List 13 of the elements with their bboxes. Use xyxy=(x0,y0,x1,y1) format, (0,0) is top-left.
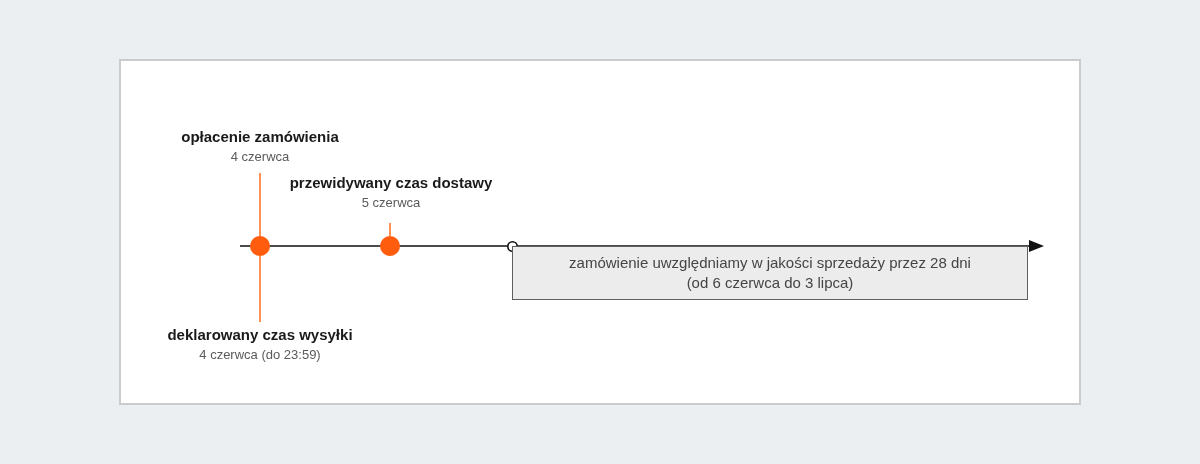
event-title: przewidywany czas dostawy xyxy=(289,173,493,193)
leader-line xyxy=(389,222,391,237)
event-date: 5 czerwca xyxy=(361,194,421,212)
timeline-dot xyxy=(250,236,270,256)
event-date: 4 czerwca xyxy=(230,148,290,166)
event-title: deklarowany czas wysyłki xyxy=(167,325,353,345)
event-date: 4 czerwca (do 23:59) xyxy=(199,346,321,364)
leader-line xyxy=(259,255,261,323)
timeline-dot xyxy=(380,236,400,256)
leader-line xyxy=(259,172,261,237)
sales-period-bar xyxy=(512,246,1028,300)
period-text: zamówienie uwzględniamy w jakości sprzedaży przez 28 dni (od 6 czerwca do 3 lipca) xyxy=(568,253,972,293)
event-title: opłacenie zamówienia xyxy=(181,127,339,147)
